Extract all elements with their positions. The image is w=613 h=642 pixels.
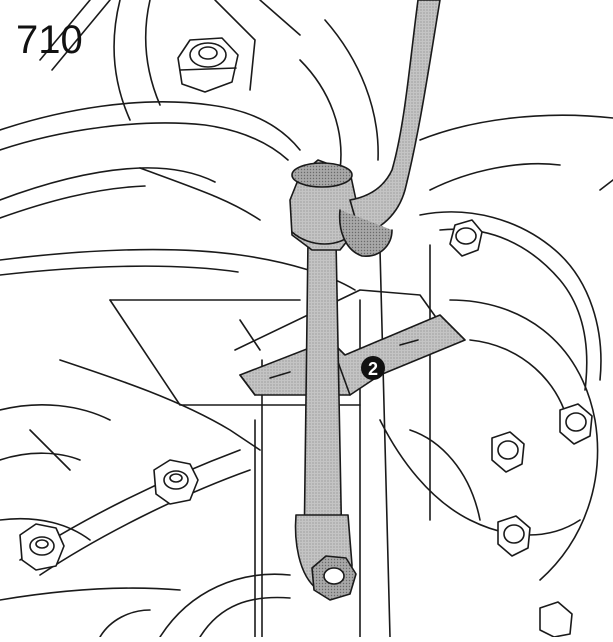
numbered-circle-icon: 2 [361,356,385,380]
nut-lower-left [19,523,65,571]
callout-label: 2 [368,359,378,379]
figure-number: 710 [16,18,83,62]
hose [338,0,441,257]
rod-end-nut [311,555,357,601]
right-housing [359,114,613,638]
mounting-plate [109,289,446,406]
linkage-rod [289,159,357,594]
adjustment-bracket [239,314,466,396]
bolts-right [449,219,593,638]
lower-block [0,359,291,638]
nut-lower-middle [153,459,199,505]
nut-upper [177,37,239,93]
